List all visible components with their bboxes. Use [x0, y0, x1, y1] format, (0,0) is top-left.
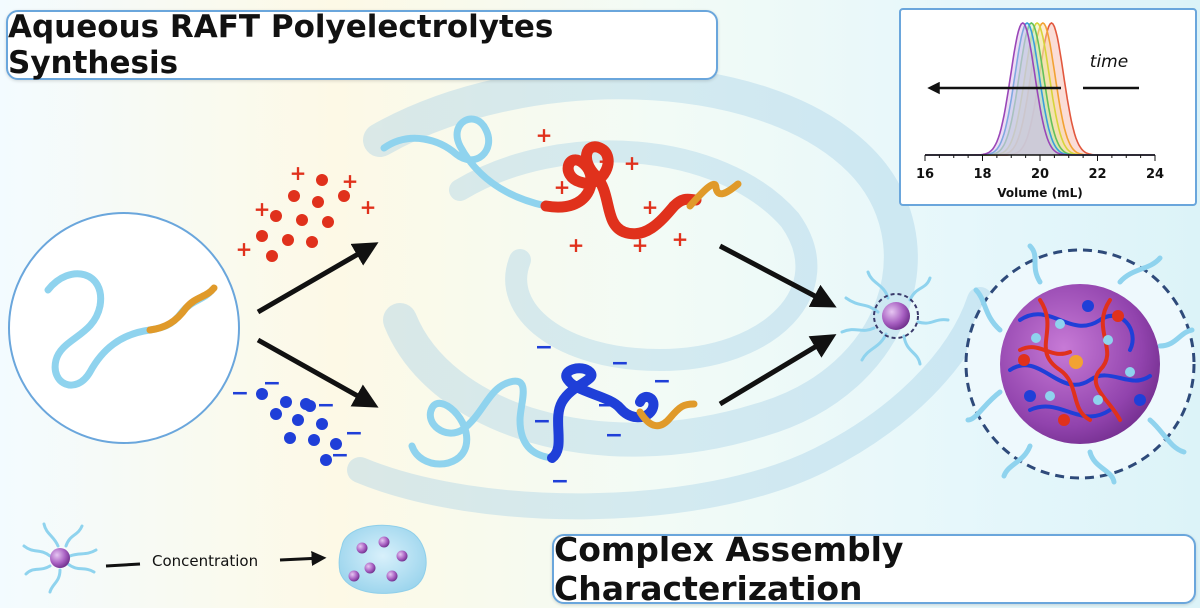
- concentration-scheme: Concentration: [22, 522, 427, 594]
- background-swirl: [347, 65, 993, 520]
- charge-label: +: [536, 123, 553, 147]
- charge-label: −: [653, 369, 671, 394]
- concentration-label: Concentration: [152, 552, 258, 570]
- arrow-to-cationic: [256, 242, 379, 315]
- x-axis-label: Volume (mL): [997, 186, 1082, 200]
- gpc-chart: 16 18 20 22 24 Volume (mL) time: [916, 22, 1164, 200]
- arrow-to-anionic: [256, 337, 379, 408]
- reaction-arrows: [256, 242, 837, 408]
- x-axis-tick-label: 22: [1088, 167, 1106, 182]
- charge-label: −: [533, 409, 551, 434]
- charge-label: −: [605, 423, 623, 448]
- top-title: Aqueous RAFT Polyelectrolytes Synthesis: [6, 9, 718, 81]
- coacervate-droplet-icon: [338, 524, 427, 594]
- charge-label: +: [672, 227, 689, 251]
- anionic-monomers: [256, 388, 342, 466]
- x-axis-tick-label: 20: [1031, 167, 1049, 182]
- anionic-charges: − − − − − − − − − − − −: [231, 335, 671, 494]
- charge-label: −: [263, 371, 281, 396]
- counter-ions: [1018, 300, 1146, 426]
- charge-label: +: [342, 169, 359, 193]
- charge-label: −: [611, 351, 629, 376]
- micelle-icon: [22, 522, 98, 594]
- x-axis-tick-label: 16: [916, 167, 934, 182]
- charge-label: +: [290, 161, 307, 185]
- charge-label: +: [236, 237, 253, 261]
- arrow-cationic-to-complex: [718, 243, 837, 308]
- charge-label: +: [254, 197, 271, 221]
- charge-label: +: [642, 195, 659, 219]
- charge-label: −: [231, 381, 249, 406]
- x-axis-tick-label: 18: [973, 167, 991, 182]
- time-annotation: time: [1090, 52, 1128, 72]
- charge-label: +: [624, 151, 641, 175]
- x-axis-tick-label: 24: [1146, 167, 1164, 182]
- charge-label: +: [568, 233, 585, 257]
- cationic-diblock-polymer: [380, 115, 742, 240]
- charge-label: +: [554, 175, 571, 199]
- x-axis-ticks: 16 18 20 22 24: [916, 155, 1164, 182]
- cationic-monomers: [256, 174, 350, 262]
- precursor-polymer-circle: [8, 212, 240, 444]
- charge-label: −: [551, 469, 569, 494]
- gpc-trace-fill: [925, 23, 1155, 155]
- anionic-diblock-polymer: [408, 363, 698, 468]
- charge-label: −: [345, 421, 363, 446]
- charge-label: −: [535, 335, 553, 360]
- complex-core-icon: [964, 243, 1196, 485]
- arrow-anionic-to-complex: [718, 334, 837, 407]
- charge-label: −: [317, 393, 335, 418]
- charge-label: +: [360, 195, 377, 219]
- charge-label: −: [331, 443, 349, 468]
- gpc-chart-panel: 16 18 20 22 24 Volume (mL) time: [899, 8, 1197, 206]
- bottom-title: Complex Assembly Characterization: [552, 530, 1196, 608]
- micelle-icon: [840, 270, 950, 366]
